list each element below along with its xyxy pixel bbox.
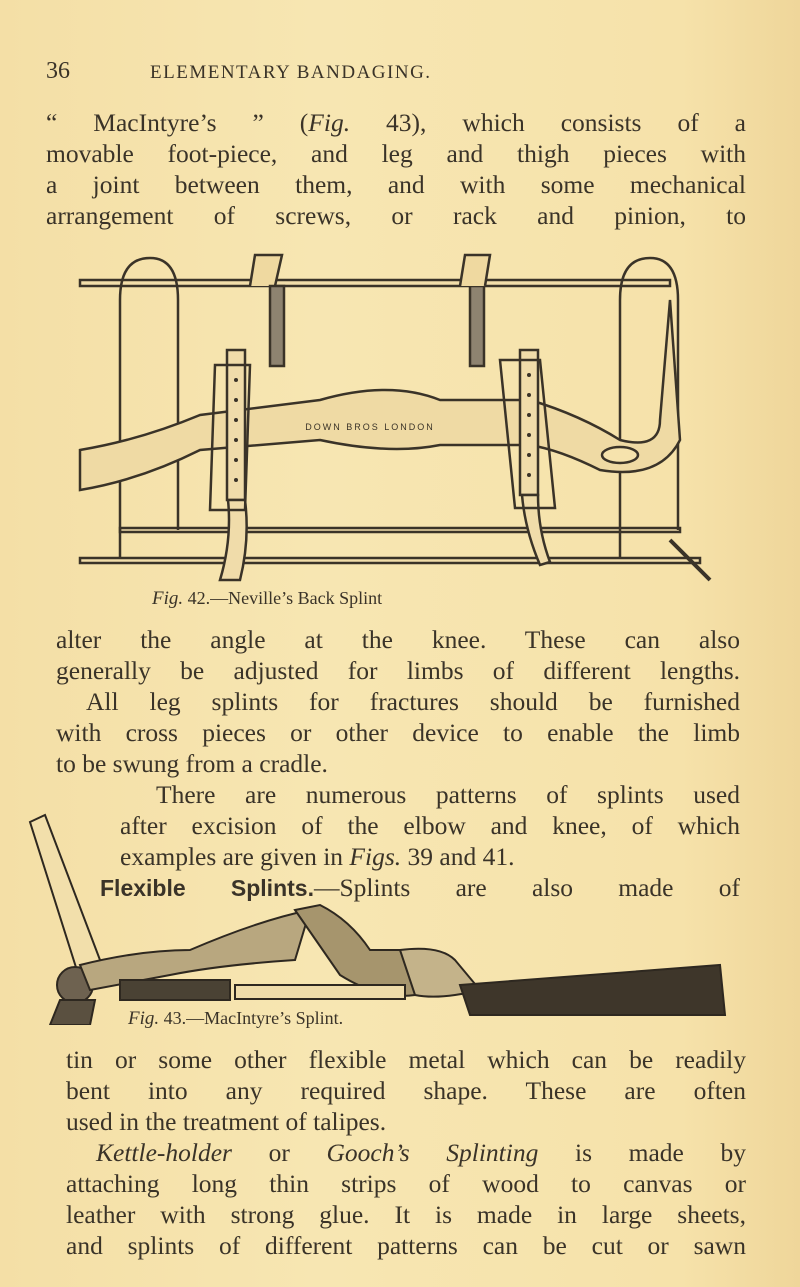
- paragraph-knee-angle: alter the angle at the knee. These can a…: [56, 624, 740, 779]
- macintyre-splint-illustration: [28, 813, 727, 1025]
- text-line: attaching long thin strips of wood to ca…: [66, 1169, 746, 1198]
- text-line: to be swung from a cradle.: [56, 749, 328, 778]
- page-number: 36: [46, 58, 70, 84]
- text-line: leather with strong glue. It is made in …: [66, 1200, 746, 1229]
- splint-frame-illustration: DOWN BROS LONDON: [78, 253, 712, 582]
- svg-text:DOWN BROS LONDON: DOWN BROS LONDON: [305, 422, 435, 432]
- paragraph-kettle-holder: Kettle-holder or Gooch’s Splinting is ma…: [66, 1137, 746, 1261]
- text-line: All leg splints for fractures should be …: [86, 687, 740, 716]
- text-line: examples are given in Figs. 39 and 41.: [120, 842, 515, 871]
- paragraph-excision-splints: There are numerous patterns of splints u…: [56, 779, 740, 872]
- section-heading: Flexible Splints.: [100, 875, 314, 901]
- text-line: generally be adjusted for limbs of diffe…: [56, 656, 740, 685]
- text-line: movable foot-piece, and leg and thigh pi…: [46, 139, 746, 168]
- figure-42-caption: Fig. 42.—Neville’s Back Splint: [152, 588, 383, 609]
- term-goochs-splinting: Gooch’s Splinting: [326, 1138, 539, 1167]
- running-title: ELEMENTARY BANDAGING.: [150, 62, 432, 83]
- figure-43-caption: Fig. 43.—MacIntyre’s Splint.: [128, 1008, 344, 1029]
- term-kettle-holder: Kettle-holder: [96, 1138, 232, 1167]
- figure-43-macintyres-splint: [20, 800, 760, 1025]
- figure-42-nevilles-back-splint: DOWN BROS LONDON: [60, 240, 720, 585]
- paragraph-flexible-metal: tin or some other flexible metal which c…: [66, 1044, 746, 1137]
- text-line: Kettle-holder or Gooch’s Splinting is ma…: [96, 1138, 746, 1167]
- text-line: and splints of different patterns can be…: [66, 1231, 746, 1260]
- text-line: alter the angle at the knee. These can a…: [56, 625, 740, 654]
- text-line: tin or some other flexible metal which c…: [66, 1045, 746, 1074]
- text-line: arrangement of screws, or rack and pinio…: [46, 201, 746, 230]
- text-line: Flexible Splints.—Splints are also made …: [100, 873, 740, 902]
- text-line: with cross pieces or other device to ena…: [56, 718, 740, 747]
- section-flexible-splints: Flexible Splints.—Splints are also made …: [100, 872, 740, 904]
- text-line: There are numerous patterns of splints u…: [156, 780, 740, 809]
- text-line: “ MacIntyre’s ” (Fig. 43), which consist…: [46, 108, 746, 137]
- running-header: 36 ELEMENTARY BANDAGING.: [46, 58, 566, 88]
- text-line: bent into any required shape. These are …: [66, 1076, 746, 1105]
- text-line: after excision of the elbow and knee, of…: [120, 811, 740, 840]
- paragraph-macintyre-intro: “ MacIntyre’s ” (Fig. 43), which consist…: [46, 107, 746, 231]
- text-line: used in the treatment of talipes.: [66, 1107, 387, 1136]
- text-line: a joint between them, and with some mech…: [46, 170, 746, 199]
